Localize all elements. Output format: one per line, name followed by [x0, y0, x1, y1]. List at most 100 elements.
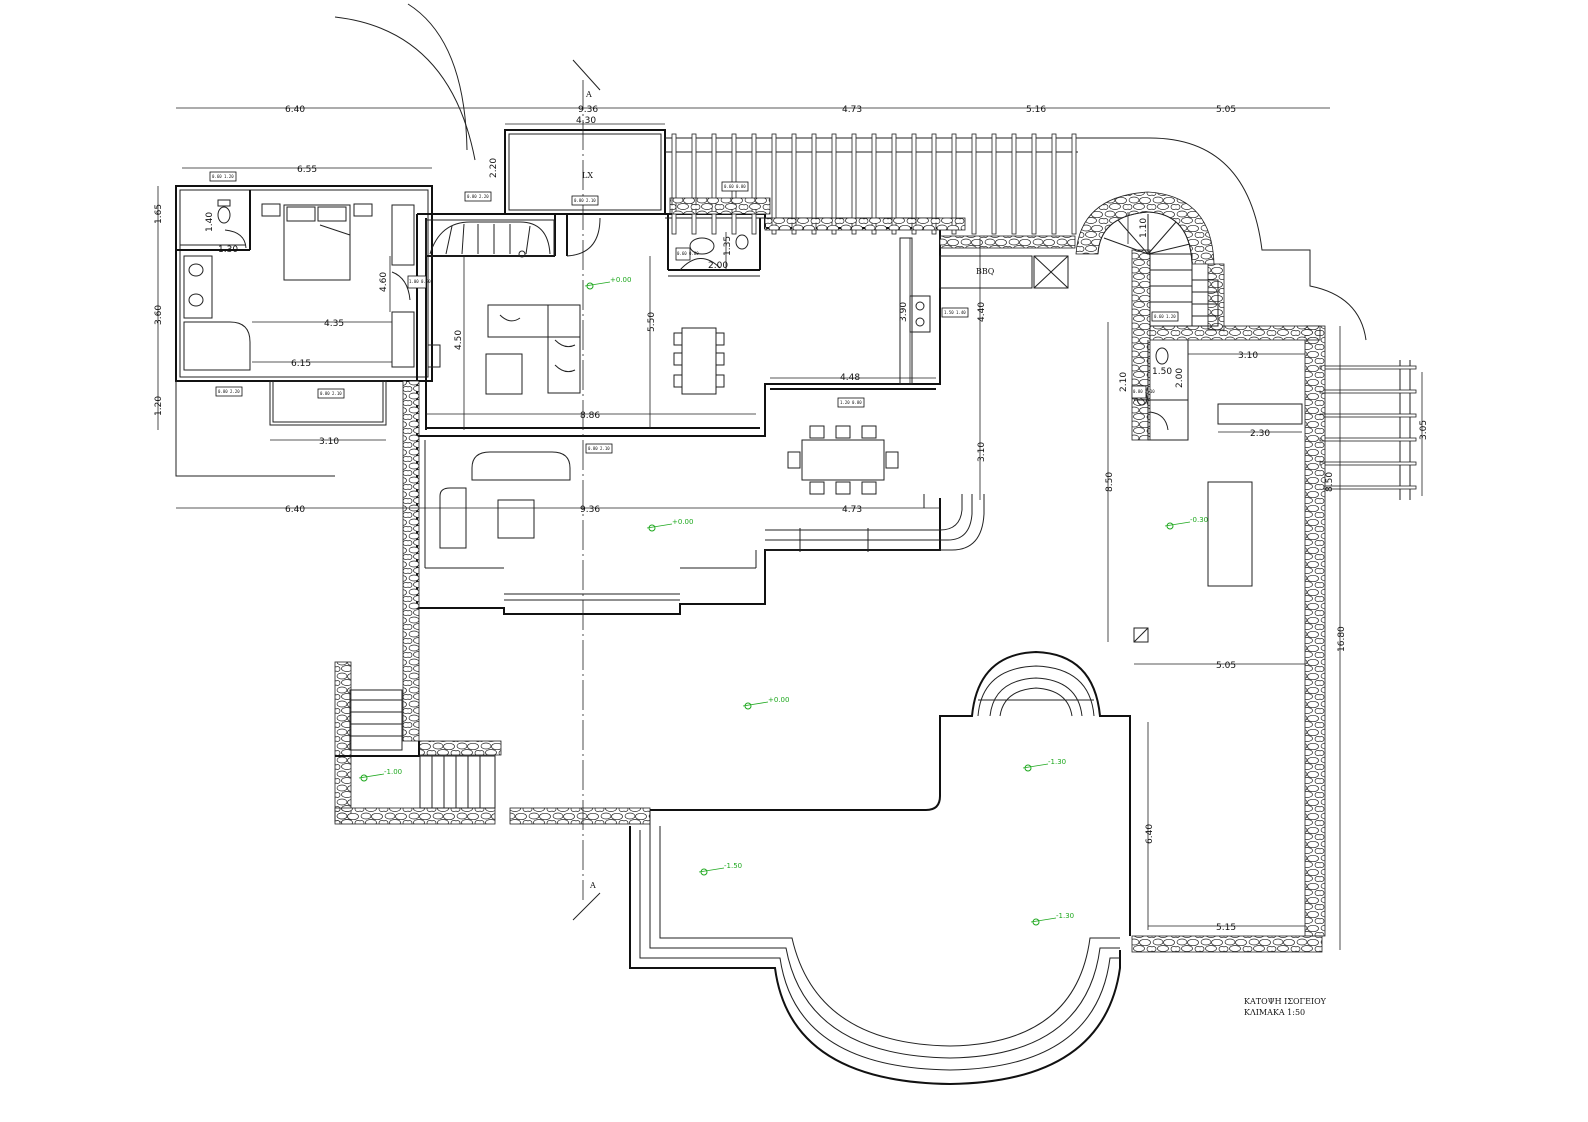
dim-kit-448: 4.48 — [840, 373, 860, 383]
pergola-beam — [991, 133, 997, 235]
dim-liv-886: 8.86 — [580, 411, 600, 421]
pergola-beam — [671, 133, 677, 235]
bedroom-wing — [175, 185, 433, 477]
level-marker: -0.30 — [1164, 516, 1208, 530]
dimension-labels: 6.40 9.36 4.73 5.16 5.05 4.30 2.20 6.55 … — [154, 105, 1429, 933]
level-marker: +0.00 — [584, 276, 631, 290]
right-spiral-stair — [1097, 211, 1219, 327]
opening-tag: 1.20 0.80 — [837, 397, 865, 408]
tag-text: 0.60 0.80 — [677, 251, 699, 256]
stone-walls — [334, 191, 1326, 953]
tag-text: 1.50 1.40 — [944, 310, 966, 315]
dim-bed-140: 1.40 — [205, 212, 215, 232]
dimension-lines — [157, 107, 1423, 950]
bbq-area: BBQ LX — [582, 171, 1069, 289]
dim-top-516: 5.16 — [1026, 105, 1046, 115]
dim-wc-200: 2.00 — [708, 261, 728, 271]
opening-tag: 1.50 1.40 — [941, 307, 969, 318]
dim-top-640: 6.40 — [285, 105, 305, 115]
dim-top-505: 5.05 — [1216, 105, 1236, 115]
level-text: +0.00 — [610, 276, 631, 284]
opening-tag: 0.80 2.10 — [571, 195, 599, 206]
dim-kit-390: 3.90 — [899, 302, 909, 322]
tag-text: 0.80 2.10 — [574, 198, 596, 203]
living-block — [416, 129, 985, 615]
level-text: +0.00 — [672, 518, 693, 526]
level-text: +0.00 — [768, 696, 789, 704]
drawing-title-line2: ΚΛΙΜΑΚΑ 1:50 — [1244, 1008, 1305, 1017]
pergola-beam — [811, 133, 817, 235]
dim-bed-615: 6.15 — [291, 359, 311, 369]
pergola-beam — [1319, 437, 1417, 442]
dim-bed-310: 3.10 — [319, 437, 339, 447]
pergola-beam — [1319, 365, 1417, 370]
dim-r-505: 5.05 — [1216, 661, 1236, 671]
drawing-title-line1: ΚΑΤΟΨΗ ΙΣΟΓΕΙΟΥ — [1244, 997, 1327, 1006]
dim-left-120: 1.20 — [154, 396, 164, 416]
tag-text: 0.80 2.10 — [588, 446, 610, 451]
dim-r-850b: 8.50 — [1325, 472, 1335, 492]
dim-r-310: 3.10 — [1238, 351, 1258, 361]
dim-left-360: 3.60 — [154, 305, 164, 325]
dim-top-936: 9.36 — [578, 105, 598, 115]
dim-r-305: 3.05 — [1419, 420, 1429, 440]
pergola-beam — [1011, 133, 1017, 235]
pergola-beam — [931, 133, 937, 235]
opening-tags: 0.60 1.20 0.80 2.20 0.80 2.10 0.60 0.80 … — [209, 171, 1179, 454]
pergola-beam — [951, 133, 957, 235]
section-line: A A — [572, 59, 601, 921]
level-marker: -1.50 — [698, 862, 742, 876]
tag-text: 0.80 2.10 — [320, 391, 342, 396]
dim-r-150: 1.50 — [1152, 367, 1172, 377]
level-markers: +0.00 +0.00 -0.30 +0.00 -1.00 -1.30 -1.5… — [358, 276, 1208, 926]
pergola-beam — [1071, 133, 1077, 235]
pergola-beam — [871, 133, 877, 235]
pergola-beam — [1319, 389, 1417, 394]
dim-liv-550: 5.50 — [647, 312, 657, 332]
level-marker: -1.00 — [358, 768, 402, 782]
pergola-beam — [911, 133, 917, 235]
opening-tag: 0.80 2.10 — [317, 388, 345, 399]
bbq-label: BBQ — [976, 267, 995, 276]
pergola-beam — [1051, 133, 1057, 235]
tag-text: 0.80 2.10 — [1133, 389, 1155, 394]
pool-terrace — [335, 650, 1131, 1086]
opening-tag: 0.80 2.20 — [464, 191, 492, 202]
pergola-beam — [831, 133, 837, 235]
pergola-beam — [891, 133, 897, 235]
opening-tag: 0.60 1.20 — [209, 171, 237, 182]
tag-text: 1.20 0.80 — [840, 400, 862, 405]
dim-kit-440: 4.40 — [977, 302, 987, 322]
dim-pool-515: 5.15 — [1216, 923, 1236, 933]
dim-bed-460: 4.60 — [379, 272, 389, 292]
pergola-right — [1319, 360, 1417, 500]
entrance-arcs — [334, 3, 476, 161]
level-marker: +0.00 — [742, 696, 789, 710]
dim-top-430: 4.30 — [576, 116, 596, 126]
dim-stair-110: 1.10 — [1139, 218, 1149, 238]
opening-tag: 0.60 1.20 — [1151, 311, 1179, 322]
opening-tag: 0.80 2.10 — [1131, 385, 1155, 399]
pergola-beam — [1319, 413, 1417, 418]
dim-bed-435: 4.35 — [324, 319, 344, 329]
dim-r-200: 2.00 — [1175, 368, 1185, 388]
pergola-beam — [971, 133, 977, 235]
pergola-beam — [751, 133, 757, 235]
tag-text: 1.00 0.80 — [409, 279, 431, 284]
dim-wc-135: 1.35 — [723, 236, 733, 256]
level-marker: +0.00 — [646, 518, 693, 532]
level-marker: -1.30 — [1022, 758, 1066, 772]
pergola-beam — [711, 133, 717, 235]
tag-text: 0.60 1.20 — [1154, 314, 1176, 319]
dim-r-230: 2.30 — [1250, 429, 1270, 439]
pergola-beam — [851, 133, 857, 235]
dim-top-220: 2.20 — [489, 158, 499, 178]
opening-tag: 0.80 2.20 — [215, 386, 243, 397]
tag-text: 0.60 0.80 — [724, 184, 746, 189]
pergola-beam — [691, 133, 697, 235]
section-marker-bottom: A — [589, 881, 596, 890]
opening-tag: 0.80 2.10 — [585, 443, 613, 454]
dim-r-210: 2.10 — [1119, 372, 1129, 392]
dim-mid-640: 6.40 — [285, 505, 305, 515]
